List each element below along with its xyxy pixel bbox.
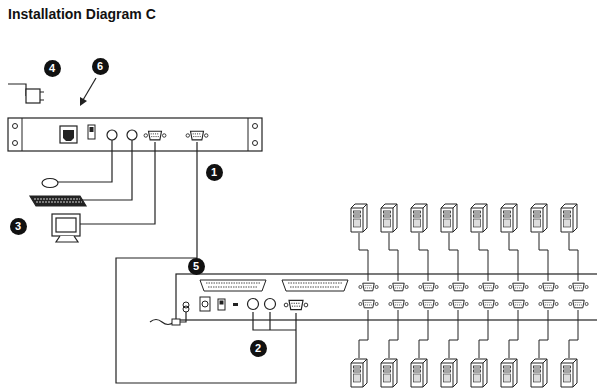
callout-number: 1: [206, 164, 223, 181]
callout-number: 2: [250, 340, 267, 357]
power-cable: [8, 84, 44, 103]
pointer-arrow: [80, 78, 96, 106]
callout-number: 4: [44, 60, 61, 77]
console-unit: [8, 118, 262, 151]
console-devices: [30, 140, 155, 242]
console-cable: [116, 142, 296, 383]
callout-number: 3: [10, 218, 27, 235]
kvm-switch-unit: [150, 274, 597, 338]
computer-row-top: [351, 204, 578, 281]
diagram-title: Installation Diagram C: [8, 6, 156, 22]
callout-number: 6: [92, 58, 109, 75]
computer-row-bottom: [351, 310, 578, 387]
callout-number: 5: [188, 258, 205, 275]
